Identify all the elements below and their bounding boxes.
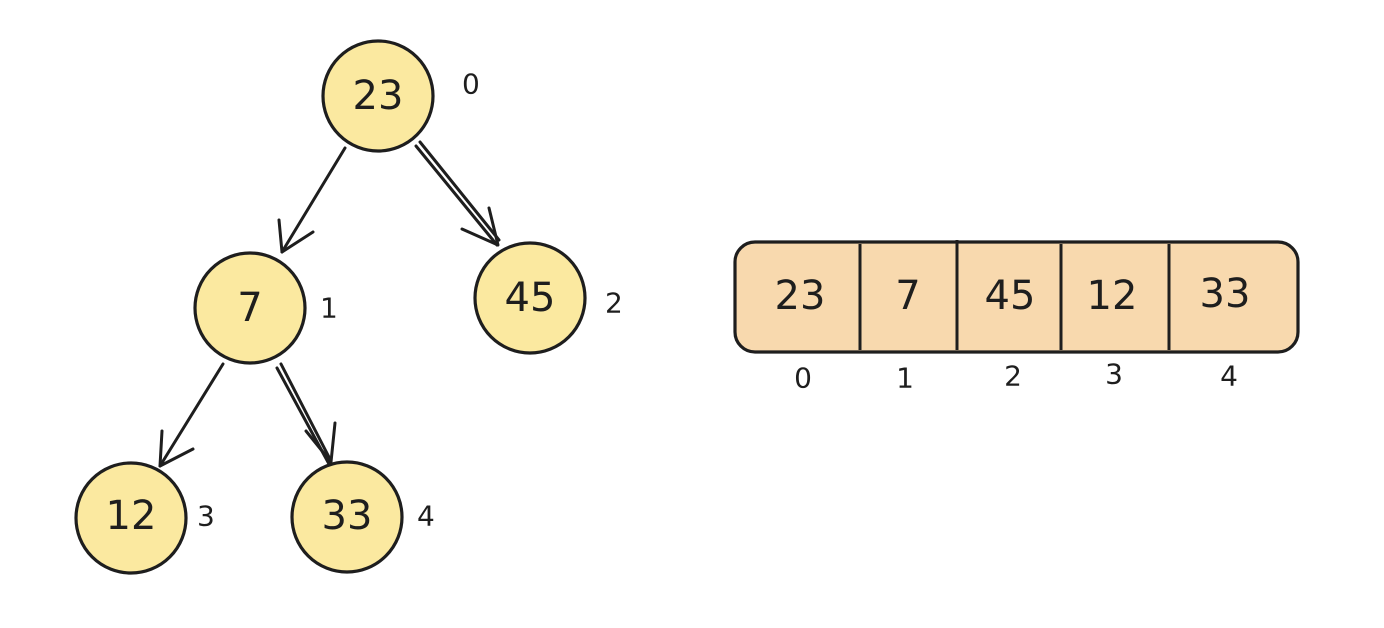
- tree-node-value: 12: [106, 493, 157, 539]
- array-cell-4[interactable]: 33 4: [1200, 271, 1251, 393]
- tree-node-index: 0: [462, 68, 480, 101]
- array-container: [733, 240, 1300, 354]
- array-cell-index: 2: [1004, 360, 1022, 393]
- tree-nodes: 23 0 7 1 45 2 12 3 33 4: [74, 39, 623, 575]
- edge-1-3: [158, 362, 225, 468]
- array-view: 23 0 7 1 45 2 12 3 33 4: [733, 240, 1300, 395]
- tree-node-value: 45: [505, 275, 556, 321]
- array-cell-2[interactable]: 45 2: [985, 273, 1036, 393]
- array-cell-index: 1: [896, 362, 914, 395]
- tree-node-value: 33: [322, 493, 373, 539]
- array-cell-value: 12: [1087, 273, 1138, 319]
- edge-0-2: [414, 140, 501, 247]
- tree-node-index: 2: [605, 287, 623, 320]
- array-cell-value: 7: [895, 273, 920, 319]
- tree-node-4[interactable]: 33 4: [290, 460, 435, 574]
- edge-1-4: [275, 362, 337, 466]
- array-cell-0[interactable]: 23 0: [775, 273, 826, 395]
- tree-node-3[interactable]: 12 3: [74, 461, 215, 575]
- array-cell-index: 4: [1220, 360, 1238, 393]
- tree-node-2[interactable]: 45 2: [473, 241, 623, 355]
- tree-node-0[interactable]: 23 0: [321, 39, 480, 153]
- array-cell-1[interactable]: 7 1: [895, 273, 920, 395]
- tree-node-index: 3: [197, 500, 215, 533]
- tree-edges: [158, 140, 501, 468]
- tree-node-index: 4: [417, 500, 435, 533]
- array-cell-index: 3: [1105, 358, 1123, 391]
- tree-node-value: 7: [237, 285, 262, 331]
- array-cell-value: 33: [1200, 271, 1251, 317]
- array-cell-3[interactable]: 12 3: [1087, 273, 1138, 391]
- tree-node-index: 1: [320, 292, 338, 325]
- edge-0-1: [277, 146, 347, 254]
- tree-node-1[interactable]: 7 1: [193, 251, 338, 365]
- array-cell-index: 0: [794, 362, 812, 395]
- array-cell-value: 23: [775, 273, 826, 319]
- tree-node-value: 23: [353, 73, 404, 119]
- array-cell-value: 45: [985, 273, 1036, 319]
